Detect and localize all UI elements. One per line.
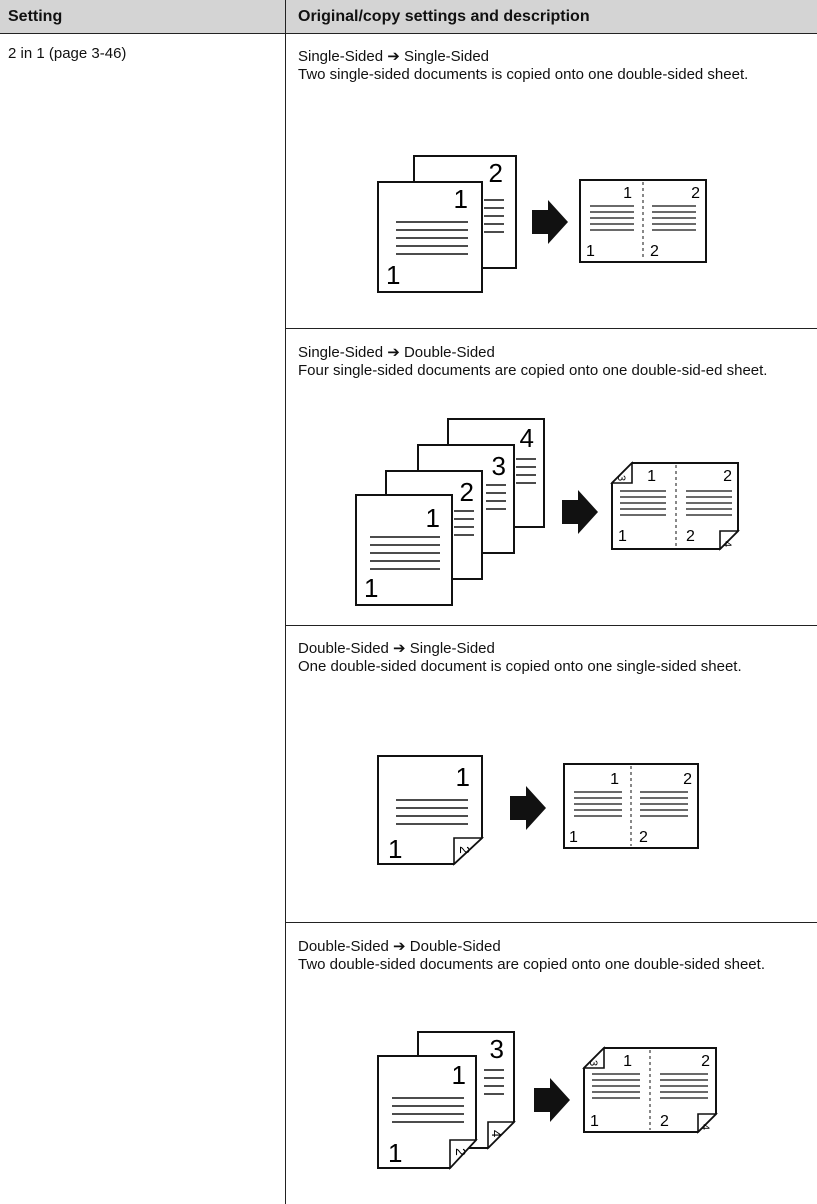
svg-text:1: 1 xyxy=(590,1113,599,1130)
arrow-icon xyxy=(534,1078,570,1122)
header-setting-cell: Setting xyxy=(0,0,285,33)
arrow-icon xyxy=(510,786,546,830)
svg-text:3: 3 xyxy=(490,1034,504,1064)
svg-text:2: 2 xyxy=(460,477,474,507)
svg-text:2: 2 xyxy=(660,1113,669,1130)
row-title: Double-Sided ➔ Double-Sided xyxy=(298,938,501,955)
svg-text:2: 2 xyxy=(723,468,732,485)
row-description: Single-Sided ➔ Single-Sided Two single-s… xyxy=(298,48,808,84)
page-number: 2 xyxy=(489,158,503,188)
svg-text:1: 1 xyxy=(569,829,578,846)
svg-text:1: 1 xyxy=(454,184,468,214)
header-divider xyxy=(0,33,817,34)
header-original-cell: Original/copy settings and description xyxy=(286,0,817,33)
svg-text:1: 1 xyxy=(388,834,402,864)
svg-text:4: 4 xyxy=(721,541,733,547)
row-description: Double-Sided ➔ Single-Sided One double-s… xyxy=(298,640,808,676)
svg-text:2: 2 xyxy=(686,528,695,545)
svg-text:1: 1 xyxy=(647,468,656,485)
header-original: Original/copy settings and description xyxy=(298,8,590,25)
row-divider xyxy=(286,328,817,329)
svg-text:1: 1 xyxy=(364,573,378,603)
diagram-double-to-single: 1 1 2 1 2 1 2 xyxy=(372,750,712,870)
row-description: Double-Sided ➔ Double-Sided Two double-s… xyxy=(298,938,808,974)
diagram-single-to-single: 2 1 1 1 2 xyxy=(372,150,712,300)
svg-text:1: 1 xyxy=(623,185,632,202)
svg-text:4: 4 xyxy=(520,423,534,453)
svg-text:2: 2 xyxy=(683,771,692,788)
row-title: Single-Sided ➔ Double-Sided xyxy=(298,344,495,361)
row-text: One double-sided document is copied onto… xyxy=(298,658,742,675)
svg-text:2: 2 xyxy=(650,243,659,260)
svg-text:2: 2 xyxy=(457,846,473,854)
row-title: Single-Sided ➔ Single-Sided xyxy=(298,48,490,65)
svg-text:1: 1 xyxy=(426,503,440,533)
svg-text:1: 1 xyxy=(623,1053,632,1070)
svg-text:2: 2 xyxy=(453,1148,469,1156)
diagram-single-to-double: 4 3 2 1 1 xyxy=(350,415,760,615)
svg-text:3: 3 xyxy=(492,451,506,481)
row-description: Single-Sided ➔ Double-Sided Four single-… xyxy=(298,344,808,380)
svg-text:3: 3 xyxy=(587,1060,599,1066)
row-divider xyxy=(286,625,817,626)
svg-text:4: 4 xyxy=(489,1130,504,1137)
column-divider xyxy=(285,0,286,1204)
row-text: Four single-sided documents are copied o… xyxy=(298,362,768,379)
svg-text:2: 2 xyxy=(639,829,648,846)
diagram-double-to-double: 3 4 1 1 2 3 4 1 2 xyxy=(372,1028,732,1173)
svg-text:1: 1 xyxy=(610,771,619,788)
svg-text:1: 1 xyxy=(452,1060,466,1090)
svg-text:1: 1 xyxy=(586,243,595,260)
row-divider xyxy=(286,922,817,923)
svg-text:1: 1 xyxy=(388,1138,402,1168)
svg-text:4: 4 xyxy=(699,1124,711,1130)
svg-text:1: 1 xyxy=(386,260,400,290)
header-setting: Setting xyxy=(8,8,63,25)
svg-text:2: 2 xyxy=(691,185,700,202)
svg-text:1: 1 xyxy=(456,762,470,792)
arrow-icon xyxy=(532,200,568,244)
arrow-icon xyxy=(562,490,598,534)
row-title: Double-Sided ➔ Single-Sided xyxy=(298,640,495,657)
row-text: Two single-sided documents is copied ont… xyxy=(298,66,749,83)
svg-text:2: 2 xyxy=(701,1053,710,1070)
setting-value: 2 in 1 (page 3-46) xyxy=(8,45,127,62)
svg-text:3: 3 xyxy=(615,475,627,481)
svg-text:1: 1 xyxy=(618,528,627,545)
row-text: Two double-sided documents are copied on… xyxy=(298,956,765,973)
